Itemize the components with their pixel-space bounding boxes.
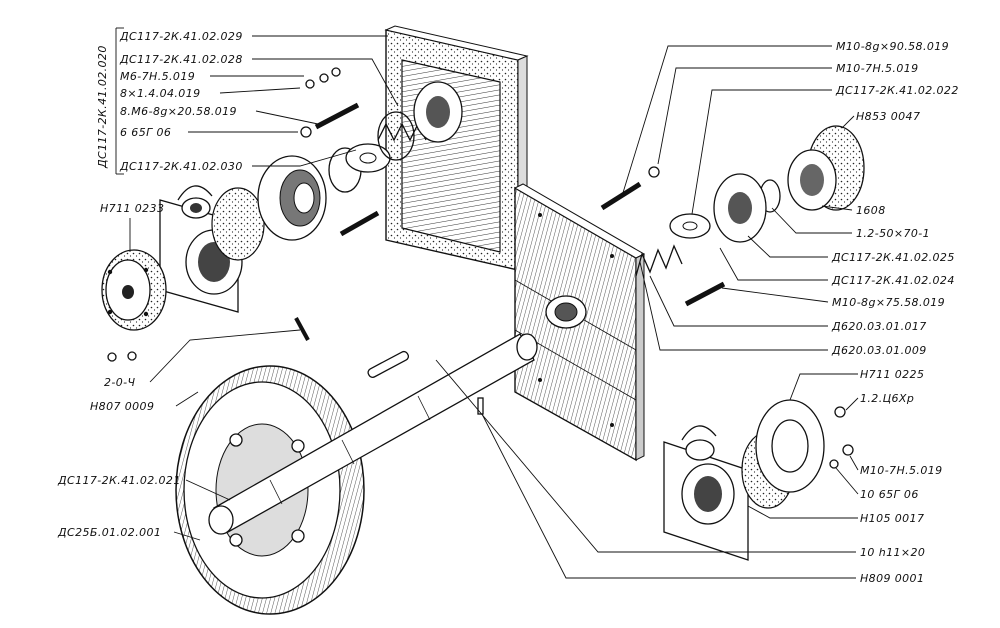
- label-r17: 10 h11×20: [860, 546, 925, 559]
- label-r13: 1.2.Ц6Хр: [860, 392, 914, 405]
- label-r06: 1.2-50×70-1: [856, 227, 930, 240]
- label-r11: Д620.03.01.009: [831, 344, 927, 357]
- right-labels: М10-8g×90.58.019 М10-7Н.5.019 ДС117-2К.4…: [435, 40, 959, 585]
- drive-shaft: [208, 333, 538, 535]
- label-l12: ДС25Б.01.02.001: [57, 526, 161, 539]
- left-spring-and-seals: [328, 81, 463, 193]
- label-r08: ДС117-2К.41.02.024: [831, 274, 955, 287]
- label-r09: М10-8g×75.58.019: [832, 296, 945, 309]
- label-r07: ДС117-2К.41.02.025: [831, 251, 955, 264]
- label-r12: Н711 0225: [860, 368, 924, 381]
- label-l09: 2-0-Ч: [104, 376, 136, 389]
- label-r15: 10 65Г 06: [860, 488, 919, 501]
- lower-right-housing: [663, 399, 825, 561]
- label-l08: Н711 0233: [100, 202, 164, 215]
- left-end-flange: [101, 187, 265, 331]
- label-r16: Н105 0017: [860, 512, 924, 525]
- label-r18: Н809 0001: [860, 572, 924, 585]
- label-l01: ДС117-2К.41.02.029: [119, 30, 243, 43]
- label-l11: ДС117-2К.41.02.021: [57, 474, 181, 487]
- label-l06: 6 65Г 06: [120, 126, 171, 139]
- label-r05: 1608: [856, 204, 886, 217]
- label-l05: 8.М6-8g×20.58.019: [120, 105, 237, 118]
- label-l03: М6-7Н.5.019: [120, 70, 195, 83]
- left-bolts: [107, 67, 380, 362]
- upper-gasket-plate: [384, 25, 529, 271]
- label-r04: Н853 0047: [856, 110, 920, 123]
- right-bearing-housing: [635, 173, 767, 277]
- group-label: ДС117-2К.41.02.020: [96, 45, 109, 169]
- label-l10: Н807 0009: [90, 400, 154, 413]
- left-bearing-cup: [257, 155, 327, 241]
- group-bracket: ДС117-2К.41.02.020: [96, 27, 124, 175]
- label-r02: М10-7Н.5.019: [836, 62, 919, 75]
- label-r10: Д620.03.01.017: [831, 320, 927, 333]
- label-l02: ДС117-2К.41.02.028: [119, 53, 243, 66]
- label-l04: 8×1.4.04.019: [120, 87, 201, 100]
- label-l07: ДС117-2К.41.02.030: [119, 160, 243, 173]
- right-bolts: [600, 166, 854, 469]
- right-bearing-flange: [759, 125, 865, 213]
- label-r03: ДС117-2К.41.02.022: [835, 84, 959, 97]
- label-r14: М10-7Н.5.019: [860, 464, 943, 477]
- mounting-plate: [513, 183, 646, 462]
- label-r01: М10-8g×90.58.019: [836, 40, 949, 53]
- left-labels: ДС117-2К.41.02.029 ДС117-2К.41.02.028 М6…: [57, 30, 399, 541]
